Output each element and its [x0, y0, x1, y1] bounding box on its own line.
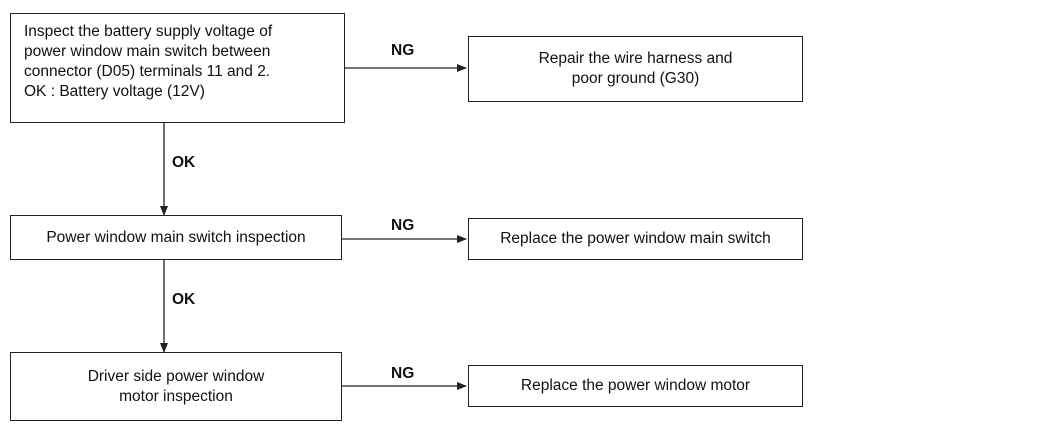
action-box-repair-harness: Repair the wire harness and poor ground …: [468, 36, 803, 102]
step-box-battery-voltage: Inspect the battery supply voltage of po…: [10, 13, 345, 123]
action-text: Repair the wire harness and poor ground …: [538, 50, 733, 87]
step-box-motor: Driver side power window motor inspectio…: [10, 352, 342, 421]
action-text: Replace the power window main switch: [500, 230, 771, 247]
action-box-replace-main-switch: Replace the power window main switch: [468, 218, 803, 260]
ok-label: OK: [172, 154, 196, 171]
ok-label: OK: [172, 291, 196, 308]
ng-label: NG: [391, 42, 415, 59]
step-text: Inspect the battery supply voltage of po…: [24, 23, 273, 100]
action-text: Replace the power window motor: [520, 377, 751, 394]
ng-label: NG: [391, 365, 415, 382]
ng-label: NG: [391, 217, 415, 234]
step-box-main-switch: Power window main switch inspection: [10, 215, 342, 260]
action-box-replace-motor: Replace the power window motor: [468, 365, 803, 407]
step-text: Driver side power window motor inspectio…: [87, 367, 265, 405]
step-text: Power window main switch inspection: [46, 228, 306, 246]
